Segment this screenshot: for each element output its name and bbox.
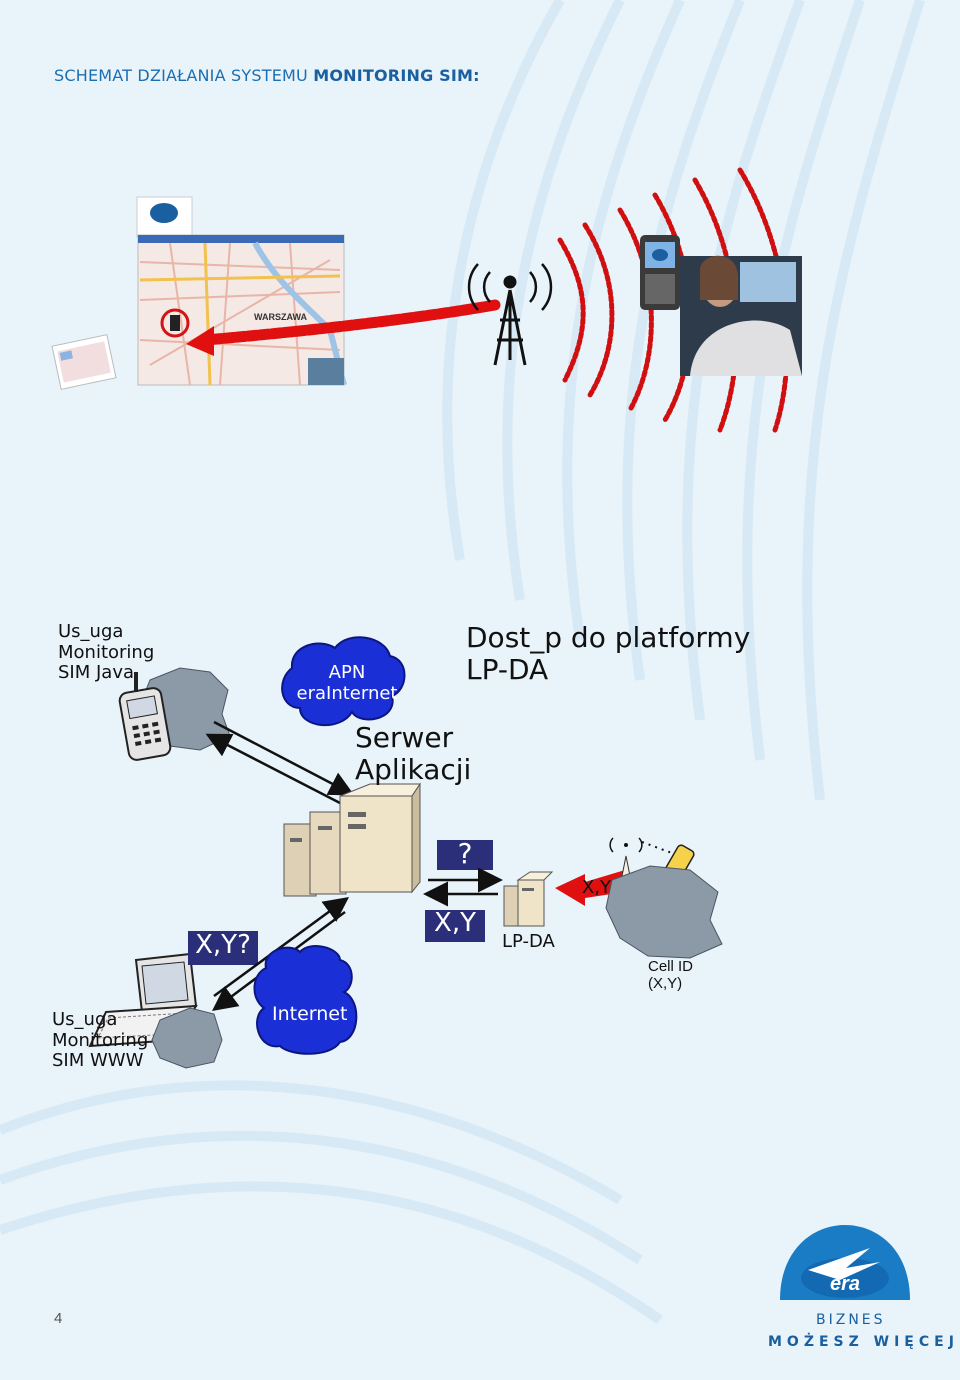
lpda-label: LP-DA xyxy=(502,931,555,952)
map-city-label: WARSZAWA xyxy=(254,312,307,322)
xy-red-arrow xyxy=(555,870,625,906)
server-lpda-arrows xyxy=(423,867,503,907)
era-logo: era xyxy=(780,1225,910,1300)
java-server-arrows xyxy=(205,720,355,805)
phone-marker-icon xyxy=(170,315,180,331)
phone-logo-icon xyxy=(652,249,668,261)
xy-question-text: X,Y? xyxy=(195,930,251,960)
bird-icon xyxy=(808,1248,880,1280)
map-screenshot: WARSZAWA xyxy=(136,196,347,386)
www-service-label: Us_uga Monitoring SIM WWW xyxy=(52,1009,149,1072)
internet-label: Internet xyxy=(272,1003,348,1025)
poland-map-www xyxy=(151,1007,223,1069)
internet-cloud xyxy=(253,945,358,1055)
apn-label: APN eraInternet xyxy=(296,662,398,704)
red-signal-arrow xyxy=(186,299,501,356)
era-logo-text: era xyxy=(830,1273,860,1295)
java-phone-icon xyxy=(118,672,172,761)
page-number: 4 xyxy=(54,1310,63,1327)
xy-box-text: X,Y xyxy=(434,908,476,938)
brand-label: BIZNES xyxy=(816,1312,886,1328)
small-map-thumbnail xyxy=(51,334,117,390)
server-label: Serwer Aplikacji xyxy=(355,721,472,787)
brand-motto: MOŻESZ WIĘCEJ xyxy=(768,1334,959,1350)
xy-box xyxy=(425,910,485,942)
java-service-label: Us_uga Monitoring SIM Java xyxy=(58,621,155,684)
apn-cloud xyxy=(281,636,406,726)
xy-arrow-label: X,Y xyxy=(582,877,612,898)
question-box xyxy=(437,840,493,870)
location-marker-circle xyxy=(160,308,190,338)
platform-access-label: Dost_p do platformy LP-DA xyxy=(466,621,751,687)
question-box-text: ? xyxy=(457,837,473,870)
phone-photo xyxy=(640,235,680,310)
page-header: SCHEMAT DZIAŁANIA SYSTEMU MONITORING SIM… xyxy=(54,66,480,85)
xy-question-box xyxy=(188,931,258,965)
era-logo-icon xyxy=(150,203,178,223)
header-prefix: SCHEMAT DZIAŁANIA SYSTEMU xyxy=(54,66,314,85)
header-highlight: MONITORING SIM: xyxy=(313,66,480,85)
lpda-server-icon xyxy=(503,871,554,927)
cellid-label: Cell ID (X,Y) xyxy=(648,958,694,993)
poland-map-cell xyxy=(605,865,723,959)
cell-tower-icon xyxy=(467,263,553,366)
application-server-icon xyxy=(283,782,421,897)
driver-photo xyxy=(680,255,802,376)
